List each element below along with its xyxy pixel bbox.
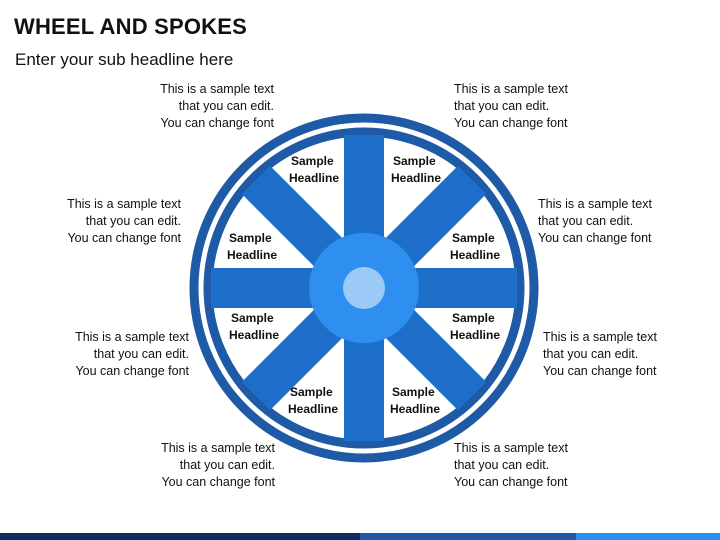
note-line: This is a sample text [538,197,652,211]
note-line: You can change font [454,116,568,130]
note-lower-right: This is a sample text that you can edit.… [543,329,713,380]
page-title: WHEEL AND SPOKES [14,14,248,39]
segment-label-left-upper: Sample Headline [227,231,277,262]
wheel-outer-ring [189,113,539,463]
segment-label-line: Sample [393,154,436,168]
note-line: that you can edit. [93,347,189,361]
note-line: This is a sample text [161,441,275,455]
page-subtitle: Enter your sub headline here [15,50,234,69]
note-line: that you can edit. [454,99,550,113]
note-upper-left: This is a sample text that you can edit.… [11,196,181,247]
note-line: that you can edit. [179,458,275,472]
segment-label-right-lower: Sample Headline [450,311,500,342]
wheel-inner-ring [203,127,525,449]
segment-label-line: Sample [231,311,274,325]
segment-label-right-upper: Sample Headline [450,231,500,262]
segment-label-line: Headline [288,402,338,416]
footer-bar [0,533,720,540]
note-line: that you can edit. [543,347,639,361]
note-line: You can change font [67,231,181,245]
note-line: This is a sample text [75,330,189,344]
segment-label-bottom-right: Sample Headline [390,385,440,416]
segment-label-line: Headline [450,248,500,262]
wheel-hub-center [343,267,385,309]
note-lower-left: This is a sample text that you can edit.… [19,329,189,380]
segment-label-line: Headline [450,328,500,342]
footer-bar-segment [360,533,576,540]
segment-label-line: Sample [291,154,334,168]
note-line: that you can edit. [454,458,550,472]
segment-label-line: Headline [229,328,279,342]
segment-label-top-left: Sample Headline [289,154,339,185]
segment-label-line: Headline [289,171,339,185]
note-line: You can change font [454,475,568,489]
note-line: You can change font [543,364,657,378]
segment-label-line: Sample [452,311,495,325]
segment-label-left-lower: Sample Headline [229,311,279,342]
segment-label-line: Headline [391,171,441,185]
note-upper-right: This is a sample text that you can edit.… [538,196,708,247]
note-top-right: This is a sample text that you can edit.… [454,81,624,132]
segment-label-line: Headline [390,402,440,416]
note-line: You can change font [538,231,652,245]
note-line: that you can edit. [85,214,181,228]
note-line: that you can edit. [178,99,274,113]
note-bottom-left: This is a sample text that you can edit.… [105,440,275,491]
note-bottom-right: This is a sample text that you can edit.… [454,440,624,491]
note-line: This is a sample text [454,441,568,455]
segment-label-line: Sample [290,385,333,399]
note-line: This is a sample text [160,82,274,96]
segment-label-line: Sample [392,385,435,399]
footer-bar-segment [0,533,360,540]
segment-label-line: Sample [229,231,272,245]
segment-label-line: Sample [452,231,495,245]
note-line: This is a sample text [543,330,657,344]
segment-label-line: Headline [227,248,277,262]
note-line: This is a sample text [454,82,568,96]
segment-label-top-right: Sample Headline [391,154,441,185]
note-top-left: This is a sample text that you can edit.… [104,81,274,132]
segment-label-bottom-left: Sample Headline [288,385,338,416]
note-line: that you can edit. [538,214,634,228]
note-line: This is a sample text [67,197,181,211]
note-line: You can change font [160,116,274,130]
footer-bar-segment [576,533,720,540]
note-line: You can change font [75,364,189,378]
note-line: You can change font [161,475,275,489]
